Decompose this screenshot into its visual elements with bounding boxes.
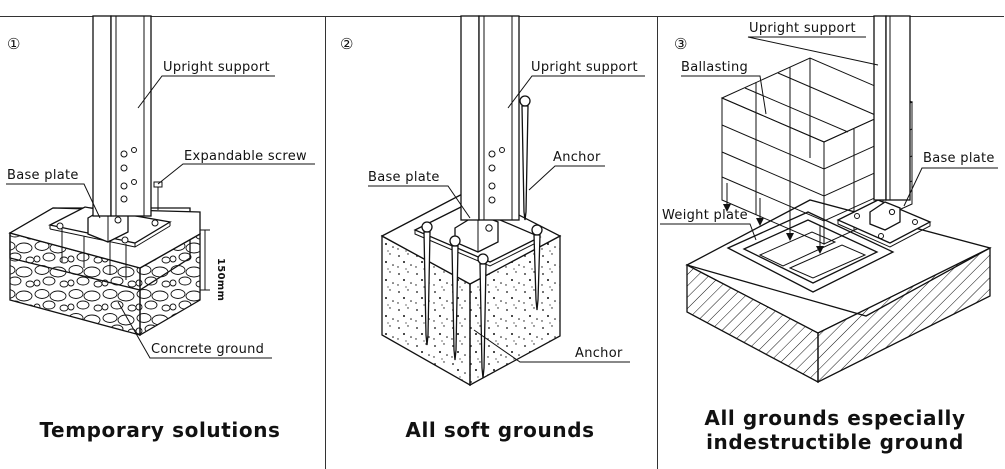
weight-plate: [726, 211, 895, 293]
panel-3-drawing: ③: [660, 15, 998, 384]
caption-panel-3: All grounds especially indestructible gr…: [670, 406, 1000, 454]
upright-post-1: [92, 15, 112, 217]
panel-1-drawing: ①: [6, 15, 315, 359]
placement-arrows: [723, 183, 824, 254]
label-upright-support-1: Upright support: [163, 60, 270, 75]
panel-3-number: ③: [674, 35, 687, 53]
label-base-plate-1: Base plate: [7, 168, 79, 183]
dimension-label: 150mm: [215, 258, 226, 301]
panel-divider-2: [657, 16, 658, 469]
label-upright-support-2: Upright support: [531, 60, 638, 75]
anchor-spike-standalone: [519, 95, 531, 107]
label-expandable-screw: Expandable screw: [184, 149, 307, 164]
upright-post-2: [460, 15, 480, 221]
label-ballasting: Ballasting: [681, 60, 748, 75]
label-upright-support-3: Upright support: [749, 21, 856, 36]
caption-panel-3-line1: All grounds especially: [704, 406, 966, 430]
panel-2-drawing: ②: [340, 15, 645, 387]
label-weight-plate: Weight plate: [662, 208, 748, 223]
caption-panel-1: Temporary solutions: [39, 418, 281, 442]
caption-panel-2: All soft grounds: [405, 418, 595, 442]
panel-divider-1: [325, 16, 326, 469]
caption-panel-3-line2: indestructible ground: [706, 430, 964, 454]
label-concrete-ground: Concrete ground: [151, 342, 264, 357]
label-anchor-top: Anchor: [553, 150, 601, 165]
upright-post-3: [873, 15, 887, 201]
label-anchor-bottom: Anchor: [575, 346, 623, 361]
label-base-plate-3: Base plate: [923, 151, 995, 166]
panel-2-number: ②: [340, 35, 353, 53]
anchor-spikes-inserted: [421, 221, 543, 379]
panel-1-number: ①: [7, 35, 20, 53]
label-base-plate-2: Base plate: [368, 170, 440, 185]
